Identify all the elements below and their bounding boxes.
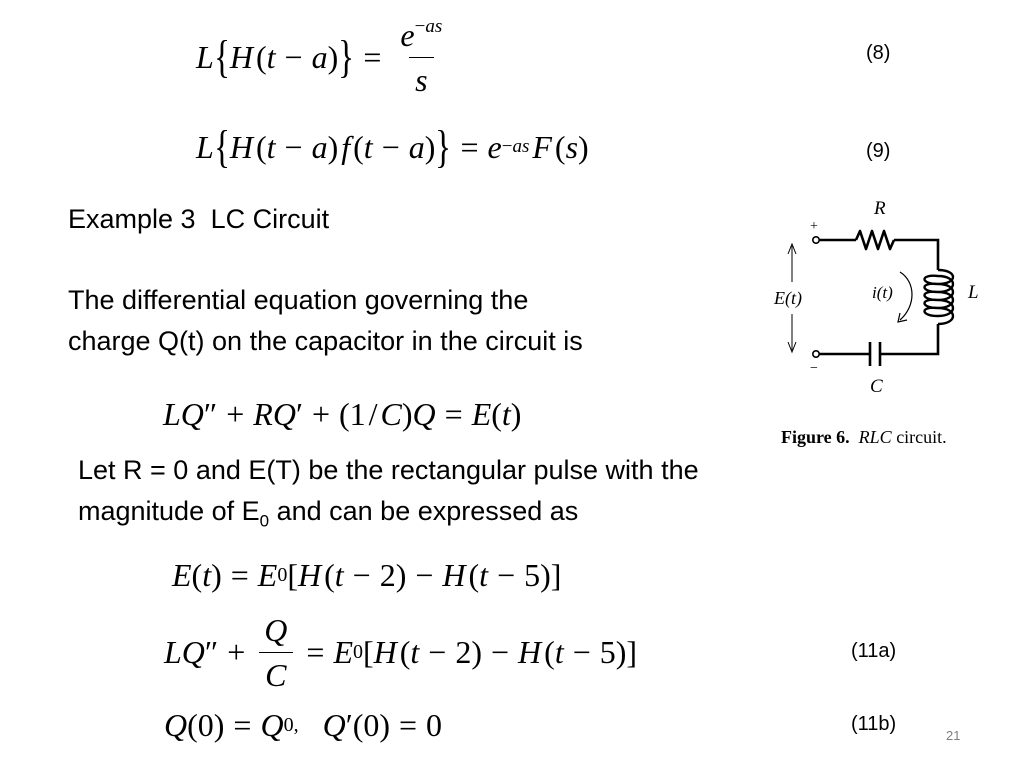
source-label: E(t) (773, 288, 802, 309)
example-title: Example 3 LC Circuit (68, 204, 330, 234)
plus-terminal-label: + (810, 219, 818, 234)
intro-line-2: charge Q(t) on the capacitor in the circ… (68, 326, 583, 356)
capacitor-label: C (870, 376, 883, 397)
resistor-label: R (873, 198, 886, 219)
pulse-line-2-after: and can be expressed as (269, 496, 579, 526)
pulse-line-1: Let R = 0 and E(T) be the rectangular pu… (78, 455, 699, 485)
rlc-circuit-diagram: R L C E(t) i(t) + − (773, 198, 979, 397)
intro-line-1: The differential equation governing the (68, 285, 529, 315)
figure-caption: Figure 6. RLC circuit. (781, 427, 947, 448)
figure-caption-rest: circuit. (891, 427, 947, 447)
pulse-line-2-before: magnitude of E (78, 496, 260, 526)
figure-caption-label: Figure 6. (781, 427, 850, 447)
governing-equation: LQ″+RQ′+(1/C)Q=E(t) (163, 396, 522, 432)
pulse-line-2: magnitude of E0 and can be expressed as (78, 491, 699, 541)
page-number: 21 (946, 728, 961, 743)
equation-number-8: (8) (866, 42, 891, 64)
figure-caption-rlc: RLC (858, 427, 892, 447)
pulse-paragraph: Let R = 0 and E(T) be the rectangular pu… (78, 450, 699, 541)
pulse-line-2-subscript: 0 (259, 511, 270, 531)
current-label: i(t) (872, 283, 893, 302)
minus-terminal-label: − (810, 361, 818, 376)
intro-paragraph: The differential equation governing the … (68, 280, 583, 362)
equation-number-11b: (11b) (851, 713, 897, 735)
equation-number-11a: (11a) (851, 640, 897, 662)
equation-number-9: (9) (866, 140, 891, 162)
inductor-label: L (967, 282, 979, 303)
